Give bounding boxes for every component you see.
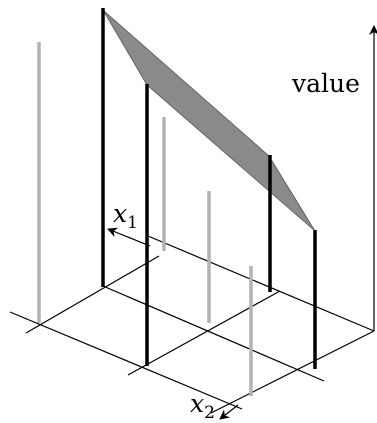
ground-grid	[9, 235, 375, 414]
value-axis-label: value	[291, 69, 360, 98]
grid-line-middle	[9, 311, 243, 410]
grid-line-front	[147, 235, 375, 332]
x1-axis-arrow	[107, 227, 151, 247]
grid-line-diag-mid	[127, 290, 281, 376]
x1-axis-label: x1	[113, 199, 138, 233]
grid-line-diag-right	[210, 330, 375, 414]
grid-line-back	[102, 285, 325, 382]
gray-bars	[37, 42, 253, 396]
grid-line-diag-left	[25, 255, 160, 334]
x2-subscript: 2	[204, 403, 215, 423]
x1-var: x	[113, 199, 127, 228]
x2-axis-label: x2	[190, 389, 215, 423]
black-bars	[101, 8, 317, 369]
x2-var: x	[190, 389, 204, 418]
x2-axis-arrow	[219, 404, 239, 420]
x1-subscript: 1	[127, 213, 138, 233]
